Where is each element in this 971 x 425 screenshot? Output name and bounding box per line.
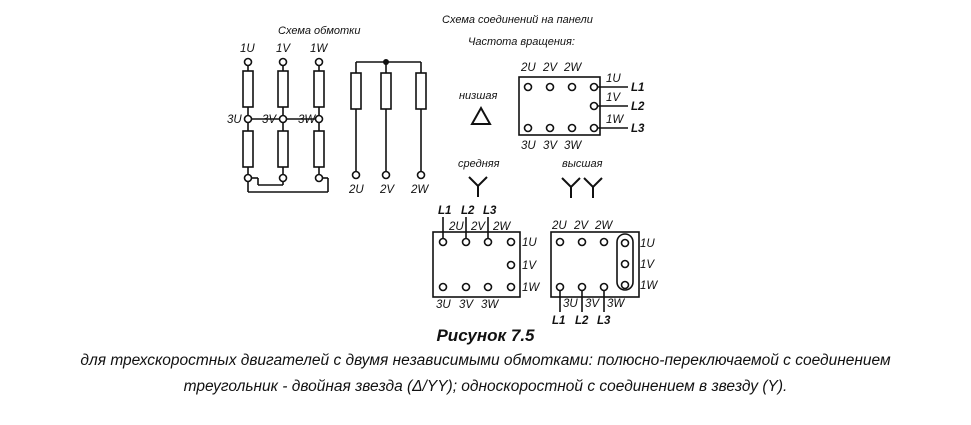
high-label-2w: 2W	[594, 220, 613, 232]
mid-label-2v: 2V	[470, 221, 486, 233]
mid-label-3v: 3V	[459, 299, 474, 311]
low-label-1v: 1V	[606, 92, 621, 104]
high-label-2u: 2U	[551, 220, 567, 232]
pole-changing-winding	[242, 57, 329, 193]
mid-label-2w: 2W	[492, 221, 511, 233]
high-label-3u: 3U	[563, 298, 578, 310]
panel-title: Схема соединений на панели	[442, 14, 593, 26]
mid-label-l2: L2	[461, 205, 475, 217]
high-label-1u: 1U	[640, 238, 655, 250]
mid-label-2u: 2U	[448, 221, 464, 233]
high-speed-label: высшая	[562, 158, 603, 170]
low-label-l2: L2	[631, 101, 645, 113]
wiring-diagram: Схема обмотки 1U 1V 1W 3U 3V 3W	[227, 14, 658, 327]
high-label-l1: L1	[552, 315, 565, 327]
freq-title: Частота вращения:	[468, 36, 575, 48]
mid-speed-label: средняя	[458, 158, 500, 170]
caption-line-1: для трехскоростных двигателей с двумя не…	[80, 352, 891, 369]
high-label-l2: L2	[575, 315, 589, 327]
low-speed-label: низшая	[459, 90, 498, 102]
low-label-1w: 1W	[606, 114, 624, 126]
winding-label-1v: 1V	[276, 43, 291, 55]
low-label-l3: L3	[631, 123, 645, 135]
low-label-2v: 2V	[542, 62, 558, 74]
single-speed-winding	[350, 59, 427, 180]
double-star-icon	[561, 177, 603, 198]
low-label-2w: 2W	[563, 62, 582, 74]
low-label-3w: 3W	[564, 140, 582, 152]
high-label-3v: 3V	[585, 298, 600, 310]
panel-mid	[432, 217, 521, 298]
winding-label-1w: 1W	[310, 43, 328, 55]
panel-low	[518, 76, 628, 136]
winding-label-3w: 3W	[298, 114, 316, 126]
low-label-l1: L1	[631, 82, 644, 94]
high-label-1w: 1W	[640, 280, 658, 292]
mid-label-1v: 1V	[522, 260, 537, 272]
low-label-3u: 3U	[521, 140, 536, 152]
winding-label-3v: 3V	[262, 114, 277, 126]
low-label-2u: 2U	[520, 62, 536, 74]
high-label-3w: 3W	[607, 298, 625, 310]
high-label-2v: 2V	[573, 220, 589, 232]
mid-label-l3: L3	[483, 205, 497, 217]
mid-label-1w: 1W	[522, 282, 540, 294]
winding-label-2w: 2W	[410, 184, 429, 196]
winding-label-1u: 1U	[240, 43, 255, 55]
low-label-3v: 3V	[543, 140, 558, 152]
low-label-1u: 1U	[606, 73, 621, 85]
winding-label-2v: 2V	[379, 184, 395, 196]
winding-label-3u: 3U	[227, 114, 242, 126]
panel-high	[550, 231, 640, 312]
winding-label-2u: 2U	[348, 184, 364, 196]
caption-line-2: треугольник - двойная звезда (Δ/YY); одн…	[183, 378, 788, 395]
delta-icon	[470, 105, 492, 125]
mid-label-3w: 3W	[481, 299, 499, 311]
high-label-1v: 1V	[640, 259, 655, 271]
mid-label-l1: L1	[438, 205, 451, 217]
high-label-l3: L3	[597, 315, 611, 327]
star-icon	[468, 176, 488, 197]
figure-caption: Рисунок 7.5	[436, 326, 535, 345]
mid-label-1u: 1U	[522, 237, 537, 249]
winding-title: Схема обмотки	[278, 25, 360, 37]
mid-label-3u: 3U	[436, 299, 451, 311]
